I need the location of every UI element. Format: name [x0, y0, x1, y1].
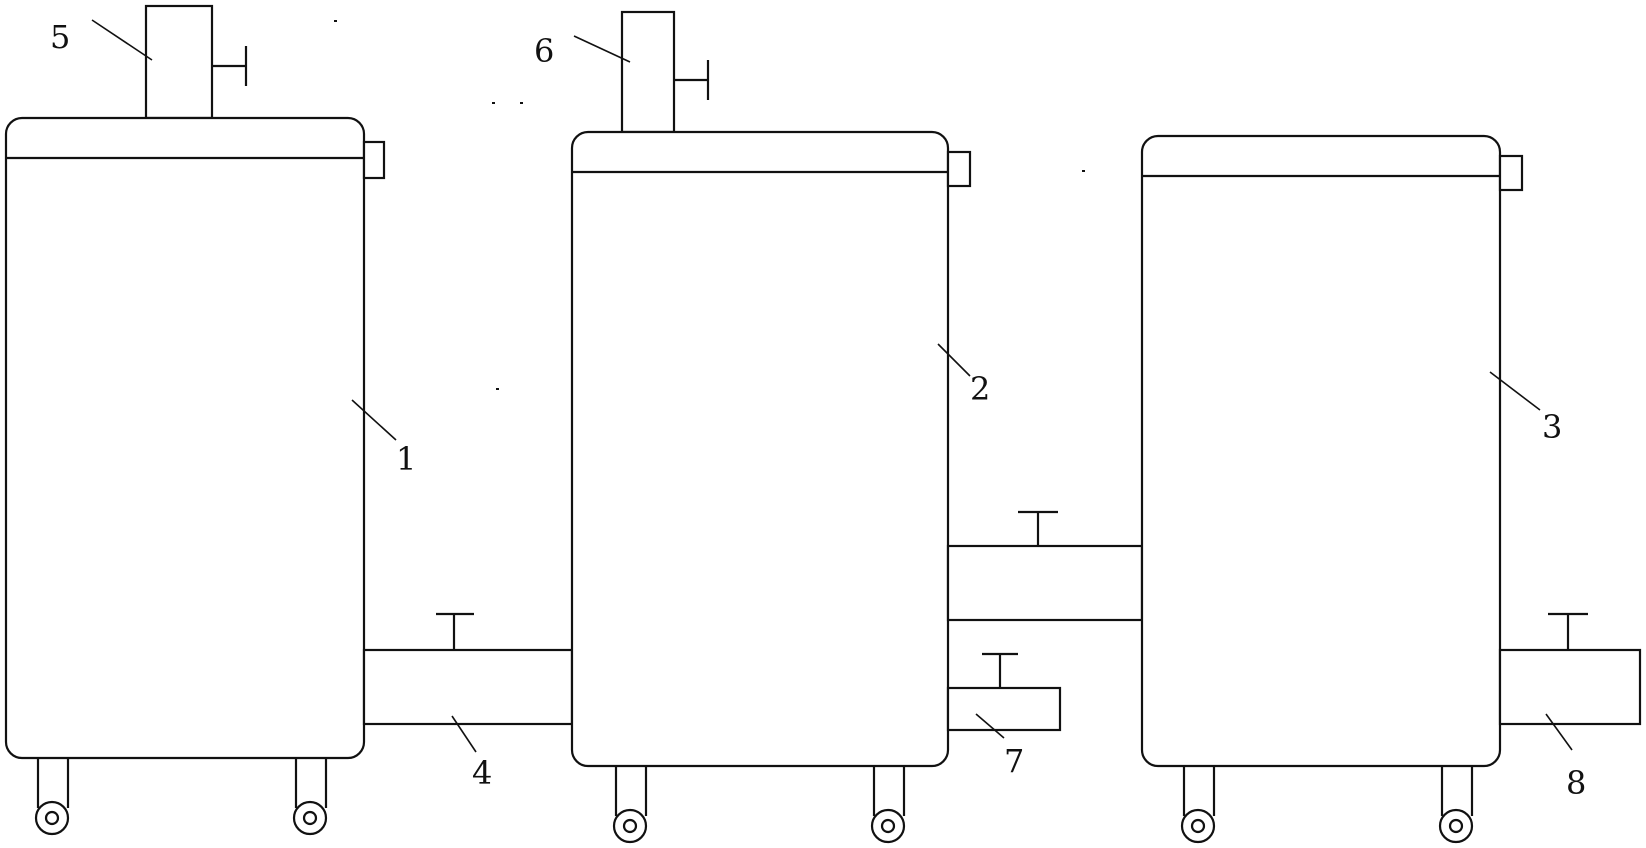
scan-speck: [334, 20, 337, 22]
label-5: 5: [50, 18, 70, 56]
label-3: 3: [1542, 408, 1562, 446]
scan-speck: [520, 102, 523, 104]
label-7: 7: [1004, 742, 1024, 780]
tank-3-side-nozzle: [1498, 154, 1524, 192]
connecting-pipe-2-3: [946, 510, 1144, 622]
label-8: 8: [1566, 764, 1586, 802]
tank-3-wheel: [1438, 808, 1474, 844]
tank-2: [570, 10, 972, 844]
scan-speck: [496, 388, 499, 390]
label-6: 6: [534, 32, 554, 70]
outlet-8-body: [1498, 648, 1642, 726]
leader-line-3: [1489, 371, 1541, 411]
tank-3-wheel-hub: [1190, 818, 1206, 834]
outlet-pipe-8: [1498, 612, 1642, 726]
label-4: 4: [472, 754, 492, 792]
tank-1-side-nozzle: [362, 140, 386, 180]
connecting-pipe-4: [362, 612, 574, 726]
outlet-pipe-7: [946, 652, 1062, 732]
tank-2-wheel: [612, 808, 648, 844]
tank-1-wheel: [292, 800, 328, 836]
leader-line-7: [975, 713, 1005, 739]
label-1: 1: [396, 440, 416, 478]
inlet-pipe-6: [620, 10, 676, 134]
pipe-2-3-body: [946, 544, 1144, 622]
leader-line-4: [451, 715, 477, 753]
leader-line-6: [573, 35, 631, 63]
tank-3-wheel-hub: [1448, 818, 1464, 834]
leader-line-2: [937, 343, 971, 377]
tank-3: [1140, 134, 1524, 844]
tank-2-wheel: [870, 808, 906, 844]
pipe-4-body: [362, 648, 574, 726]
tank-2-body: [570, 130, 950, 768]
leader-line-1: [351, 399, 397, 441]
tank-1-wheel-hub: [44, 810, 60, 826]
scan-speck: [492, 102, 495, 104]
outlet-7-body: [946, 686, 1062, 732]
tank-1-wheel-hub: [302, 810, 318, 826]
label-2: 2: [970, 370, 990, 408]
tank-2-side-nozzle: [946, 150, 972, 188]
tank-1-wheel: [34, 800, 70, 836]
inlet-pipe-5: [144, 4, 214, 120]
tank-1-body: [4, 116, 366, 760]
tank-2-wheel-hub: [622, 818, 638, 834]
tank-1: [4, 4, 386, 836]
leader-line-5: [91, 19, 153, 61]
leader-line-8: [1545, 713, 1573, 751]
tank-2-wheel-hub: [880, 818, 896, 834]
scan-speck: [1082, 170, 1085, 172]
tank-3-wheel: [1180, 808, 1216, 844]
tank-3-body: [1140, 134, 1502, 768]
